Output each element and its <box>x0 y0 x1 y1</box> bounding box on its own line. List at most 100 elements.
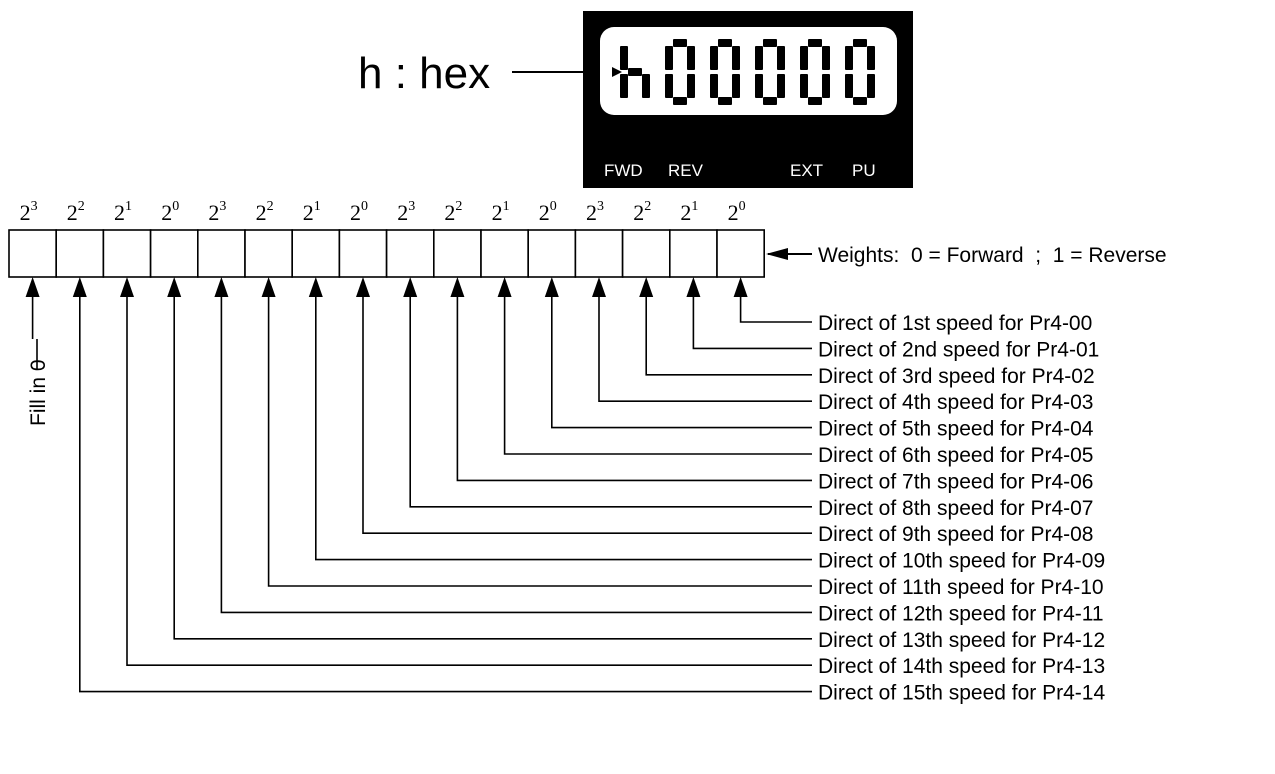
display-digit <box>845 39 875 105</box>
direction-leader <box>126 295 812 667</box>
display-digit <box>665 39 695 105</box>
segment <box>853 39 867 47</box>
indicator-rev: REV <box>668 161 704 180</box>
bit-arrowhead <box>639 277 654 297</box>
bit-arrowhead <box>403 277 418 297</box>
segment <box>763 39 777 47</box>
bit-weight: 22 <box>444 199 462 225</box>
bit-arrowhead <box>356 277 370 297</box>
bit-box <box>621 229 671 278</box>
direction-leader <box>692 295 812 350</box>
bit-box <box>8 229 58 278</box>
direction-leader <box>645 295 812 376</box>
weights-note: Weights: 0 = Forward ; 1 = Reverse <box>818 244 1167 267</box>
fill-in-zero-label: Fill in 0 <box>27 359 50 426</box>
bit-box <box>574 229 624 278</box>
segment <box>845 74 853 98</box>
bit-arrowhead <box>544 277 559 297</box>
segment <box>808 97 822 105</box>
bit-weight: 20 <box>728 199 746 225</box>
direction-leader <box>409 295 812 508</box>
display-arrow-head <box>612 67 622 77</box>
segment <box>710 74 718 98</box>
segment <box>777 46 785 70</box>
seven-segment-digits <box>620 39 875 105</box>
bit-arrowhead <box>497 277 512 297</box>
direction-label: Direct of 3rd speed for Pr4-02 <box>818 365 1095 388</box>
direction-label: Direct of 2nd speed for Pr4-01 <box>818 338 1099 361</box>
indicator-ext: EXT <box>790 161 823 180</box>
display-digit <box>620 46 650 98</box>
direction-label: Direct of 7th speed for Pr4-06 <box>818 470 1093 493</box>
bit-arrowhead <box>72 277 87 297</box>
bit-weight: 21 <box>114 199 132 225</box>
bit-weight: 20 <box>350 199 368 225</box>
direction-leader <box>362 295 812 535</box>
hex-prefix-label: h : hex <box>358 49 490 98</box>
bit-box <box>480 229 530 278</box>
direction-leader <box>456 295 812 482</box>
bit-box <box>149 229 199 278</box>
bit-weight: 21 <box>680 199 698 225</box>
bit-box <box>55 229 105 278</box>
bit-arrowhead <box>167 277 182 297</box>
segment <box>673 97 687 105</box>
bit-box <box>527 229 577 278</box>
bit-box <box>244 229 294 278</box>
direction-leader <box>550 295 812 429</box>
segment <box>763 97 777 105</box>
bit-arrowhead <box>686 277 701 297</box>
bit-weight: 22 <box>67 199 85 225</box>
display-window <box>600 27 897 115</box>
segment <box>718 39 732 47</box>
direction-label: Direct of 6th speed for Pr4-05 <box>818 444 1093 467</box>
segment <box>665 74 673 98</box>
bit-box <box>668 229 718 278</box>
direction-leader <box>314 295 812 561</box>
segment <box>777 74 785 98</box>
segment <box>732 46 740 70</box>
bit-box <box>385 229 435 278</box>
bit-weight: 20 <box>161 199 179 225</box>
bit-arrowhead <box>308 277 323 297</box>
segment <box>628 68 642 76</box>
segment <box>853 97 867 105</box>
bit-weight: 23 <box>208 199 226 225</box>
display-digit <box>755 39 785 105</box>
bit-box <box>197 229 246 278</box>
direction-label: Direct of 11th speed for Pr4-10 <box>818 576 1104 599</box>
bit-boxes <box>8 229 766 278</box>
direction-leader <box>173 295 812 640</box>
segment <box>845 46 853 70</box>
bit-arrowhead <box>214 277 229 297</box>
display-digit <box>800 39 830 105</box>
bit-arrowhead <box>592 277 606 297</box>
direction-label: Direct of 10th speed for Pr4-09 <box>818 550 1105 573</box>
bit-weight: 23 <box>397 199 415 225</box>
segment <box>665 46 673 70</box>
bit-arrowhead <box>25 277 40 297</box>
bit-box <box>338 229 388 278</box>
segment <box>642 74 650 98</box>
bit-weight: 20 <box>539 199 557 225</box>
direction-leader <box>598 295 812 403</box>
segment <box>867 46 875 70</box>
direction-label: Direct of 12th speed for Pr4-11 <box>818 602 1104 625</box>
segment <box>755 46 763 70</box>
segment <box>800 74 808 98</box>
direction-label: Direct of 15th speed for Pr4-14 <box>818 682 1105 705</box>
segment <box>822 46 830 70</box>
bit-arrowhead <box>733 277 748 297</box>
bit-box <box>716 229 766 278</box>
direction-label: Direct of 8th speed for Pr4-07 <box>818 497 1093 520</box>
bit-weight: 22 <box>633 199 651 225</box>
segment <box>867 74 875 98</box>
display-digit <box>710 39 740 105</box>
segment <box>687 74 695 98</box>
bit-arrowhead <box>120 277 134 297</box>
direction-label: Direct of 5th speed for Pr4-04 <box>818 418 1094 441</box>
